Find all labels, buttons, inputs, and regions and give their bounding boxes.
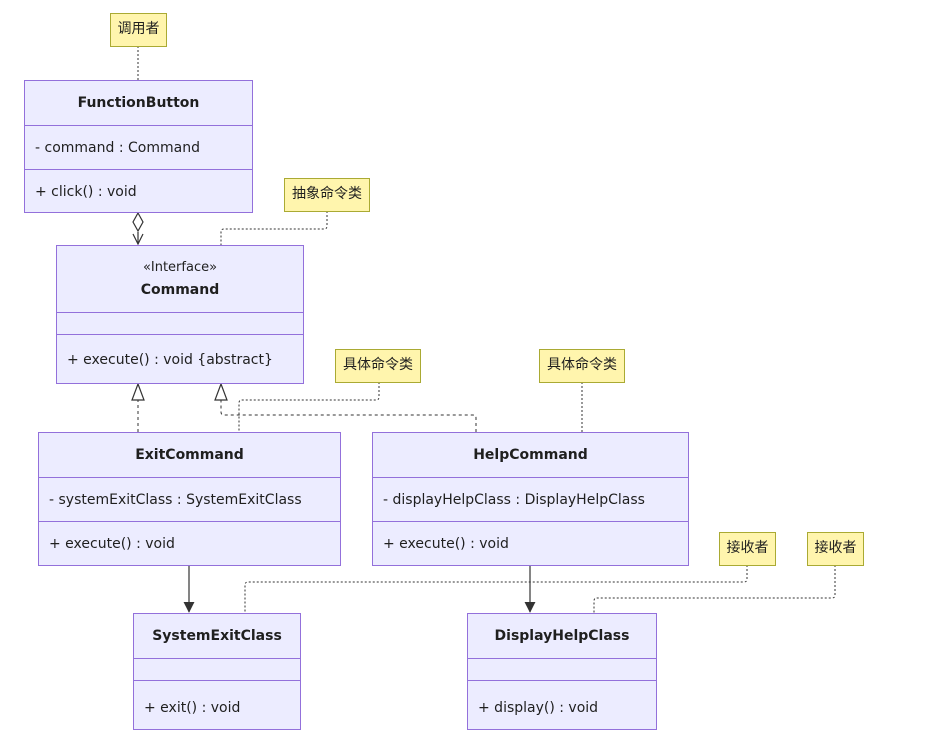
note-link-receiver-1 (244, 565, 748, 613)
attribute-system-exit-class: - systemExitClass : SystemExitClass (49, 492, 302, 508)
note-receiver-2: 接收者 (807, 532, 864, 566)
class-help-command-methods: + execute() : void (373, 521, 688, 566)
note-link-receiver-2 (593, 565, 836, 613)
class-display-help-class-methods: + display() : void (468, 680, 656, 730)
note-receiver-2-text: 接收者 (814, 540, 857, 556)
class-command-name: Command (140, 282, 220, 298)
class-command-attributes (57, 312, 303, 335)
attribute-display-help-class: - displayHelpClass : DisplayHelpClass (383, 492, 645, 508)
note-invoker-text: 调用者 (117, 21, 160, 37)
class-exit-command-attributes: - systemExitClass : SystemExitClass (39, 477, 340, 522)
note-receiver-1-text: 接收者 (726, 540, 769, 556)
class-help-command: HelpCommand - displayHelpClass : Display… (372, 432, 689, 566)
class-display-help-class: DisplayHelpClass + display() : void (467, 613, 657, 730)
method-exit-command-execute: + execute() : void (49, 536, 175, 552)
class-system-exit-class: SystemExitClass + exit() : void (133, 613, 301, 730)
class-command-methods: + execute() : void {abstract} (57, 334, 303, 384)
class-system-exit-class-methods: + exit() : void (134, 680, 300, 730)
class-command: «Interface» Command + execute() : void {… (56, 245, 304, 384)
method-exit: + exit() : void (144, 700, 241, 716)
class-system-exit-class-name: SystemExitClass (152, 628, 282, 644)
class-function-button-name: FunctionButton (77, 95, 200, 111)
class-help-command-attributes: - displayHelpClass : DisplayHelpClass (373, 477, 688, 522)
note-concrete-command-2-text: 具体命令类 (547, 357, 617, 373)
note-abstract-command: 抽象命令类 (284, 178, 370, 212)
class-function-button-attributes: - command : Command (25, 125, 252, 170)
note-concrete-command-1: 具体命令类 (335, 349, 421, 383)
note-invoker: 调用者 (110, 13, 167, 47)
aggregation-diamond (132, 211, 144, 233)
note-abstract-command-text: 抽象命令类 (292, 186, 362, 202)
note-concrete-command-1-text: 具体命令类 (343, 357, 413, 373)
class-function-button: FunctionButton - command : Command + cli… (24, 80, 253, 213)
class-function-button-methods: + click() : void (25, 169, 252, 213)
note-link-abstract-command (220, 211, 328, 245)
class-exit-command-name: ExitCommand (135, 447, 244, 463)
attribute-command: - command : Command (35, 140, 200, 156)
note-concrete-command-2: 具体命令类 (539, 349, 625, 383)
class-system-exit-class-attributes (134, 658, 300, 681)
class-command-stereotype: «Interface» (142, 260, 218, 275)
method-execute-abstract: + execute() : void {abstract} (67, 352, 273, 368)
class-display-help-class-name: DisplayHelpClass (494, 628, 630, 644)
class-display-help-class-attributes (468, 658, 656, 681)
method-click: + click() : void (35, 184, 137, 200)
realization-help-triangle (214, 382, 228, 401)
method-display: + display() : void (478, 700, 599, 716)
class-exit-command-methods: + execute() : void (39, 521, 340, 566)
class-help-command-name: HelpCommand (473, 447, 588, 463)
class-exit-command: ExitCommand - systemExitClass : SystemEx… (38, 432, 341, 566)
note-link-concrete-command-1 (238, 382, 380, 432)
note-receiver-1: 接收者 (719, 532, 776, 566)
realization-help-command (220, 400, 477, 432)
method-help-command-execute: + execute() : void (383, 536, 509, 552)
realization-exit-triangle (131, 382, 145, 401)
